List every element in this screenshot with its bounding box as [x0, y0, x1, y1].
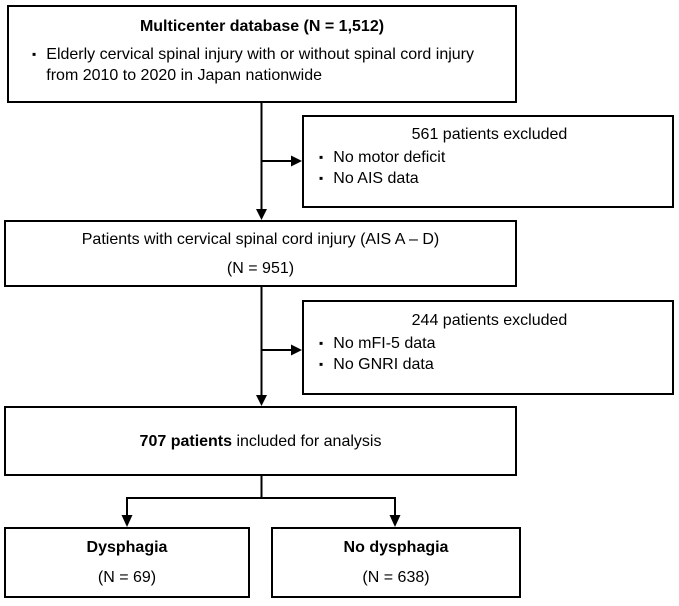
database-bullet-text: Elderly cervical spinal injury with or w…: [46, 46, 474, 84]
box-dysphagia: Dysphagia (N = 69): [4, 527, 250, 598]
bullet-icon: ▪: [32, 47, 37, 61]
analysis-suffix: included for analysis: [232, 432, 382, 450]
analysis-count: 707 patients: [139, 432, 233, 450]
arrowhead-down-no-dysphagia: [389, 515, 401, 527]
exclusion-561-bullet-item: ▪ No motor deficit: [319, 147, 660, 168]
bullet-icon: ▪: [319, 357, 324, 371]
analysis-text: 707 patients included for analysis: [140, 431, 382, 452]
box-no-dysphagia: No dysphagia (N = 638): [271, 527, 521, 598]
arrowhead-down-cord-injury: [256, 209, 267, 220]
bullet-icon: ▪: [319, 150, 324, 164]
no-dysphagia-title: No dysphagia: [343, 539, 449, 556]
exclusion-561-bullet-text: No AIS data: [333, 170, 419, 187]
exclusion-244-bullet-item: ▪ No GNRI data: [319, 354, 660, 375]
database-bullet-item: ▪ Elderly cervical spinal injury with or…: [23, 44, 501, 86]
dysphagia-title: Dysphagia: [86, 539, 168, 556]
exclusion-244-bullet-text: No GNRI data: [333, 356, 434, 373]
arrowhead-right-exclusion-1: [291, 155, 302, 167]
cord-injury-line1: Patients with cervical spinal cord injur…: [81, 230, 440, 248]
no-dysphagia-count: (N = 638): [362, 569, 430, 586]
exclusion-561-title: 561 patients excluded: [411, 126, 568, 143]
bullet-icon: ▪: [319, 336, 324, 350]
exclusion-244-bullet-text: No mFI-5 data: [333, 335, 436, 352]
box-multicenter-database: Multicenter database (N = 1,512) ▪ Elder…: [7, 5, 517, 103]
bullet-icon: ▪: [319, 171, 324, 185]
arrowhead-down-analysis: [256, 395, 267, 406]
box-analysis: 707 patients included for analysis: [4, 406, 517, 476]
cord-injury-count: (N = 951): [226, 259, 295, 277]
multicenter-database-title: Multicenter database (N = 1,512): [139, 18, 385, 35]
exclusion-244-bullet-item: ▪ No mFI-5 data: [319, 333, 660, 354]
box-exclusion-561: 561 patients excluded ▪ No motor deficit…: [302, 115, 674, 208]
exclusion-561-bullet-text: No motor deficit: [333, 149, 446, 166]
dysphagia-count: (N = 69): [97, 569, 157, 586]
arrowhead-right-exclusion-2: [291, 344, 302, 356]
box-exclusion-244: 244 patients excluded ▪ No mFI-5 data ▪ …: [302, 300, 674, 395]
arrowhead-down-dysphagia: [121, 515, 133, 527]
exclusion-561-bullet-item: ▪ No AIS data: [319, 168, 660, 189]
exclusion-244-title: 244 patients excluded: [411, 312, 568, 329]
box-cord-injury: Patients with cervical spinal cord injur…: [4, 220, 517, 287]
